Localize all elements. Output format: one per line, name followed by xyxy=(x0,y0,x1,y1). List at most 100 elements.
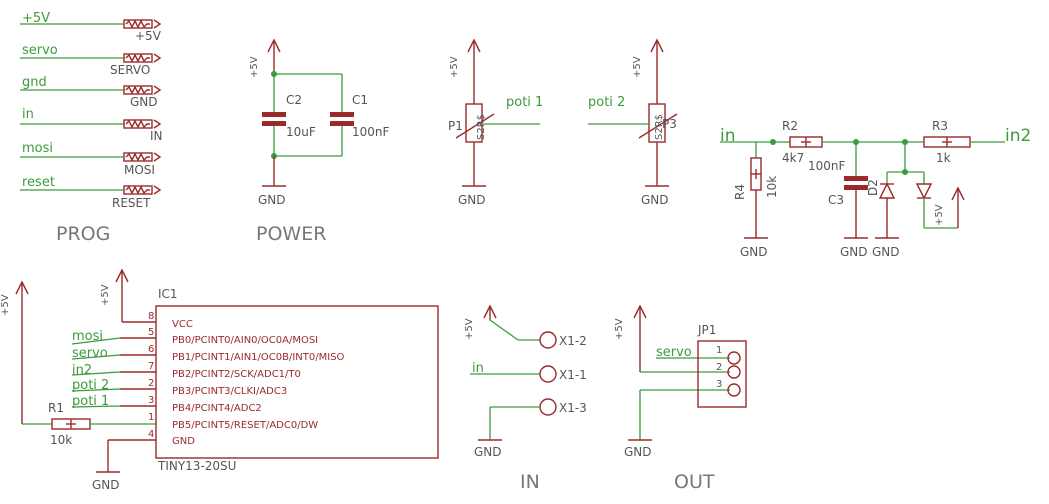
r4-name: R4 xyxy=(733,184,747,200)
r4-ground-label: GND xyxy=(740,245,768,259)
ic1-pin: 8 VCC xyxy=(148,311,193,330)
input-connector-x1: +5V X1-2 in X1-1 X1-3 GND IN xyxy=(464,304,587,493)
ic1-pin-name: PB4/PCINT4/ADC2 xyxy=(172,403,262,414)
prog-title: PROG xyxy=(56,223,110,245)
c1-value: 100nF xyxy=(352,125,390,139)
in-pad-label: X1-2 xyxy=(559,334,587,348)
prog-row-servo: servo SERVO xyxy=(20,43,162,77)
mcu-right-supply-label: +5V xyxy=(100,284,111,306)
ic1-pin-name: PB5/PCINT5/RESET/ADC0/DW xyxy=(172,420,318,431)
prog-connector-label: RESET xyxy=(112,196,151,210)
jp1-name: JP1 xyxy=(697,323,716,337)
out-supply-label: +5V xyxy=(614,318,625,340)
p1-name: P1 xyxy=(448,119,463,133)
in-ground-label: GND xyxy=(474,445,502,459)
ic1-pin-name: PB0/PCINT0/AIN0/OC0A/MOSI xyxy=(172,335,318,346)
mcu-left-supply-label: +5V xyxy=(0,294,11,316)
prog-net-label: servo xyxy=(22,43,58,58)
prog-connector-label: +5V xyxy=(135,29,162,43)
mcu-ground-label: GND xyxy=(92,478,120,492)
d2-ground-label: GND xyxy=(872,245,900,259)
prog-net-label: reset xyxy=(22,175,55,190)
potentiometer-p1: +5V P1 S2R$ poti 1 GND xyxy=(448,38,543,207)
prog-row-5v: +5V +5V xyxy=(20,11,162,43)
p3-name: P3 xyxy=(662,117,677,131)
input-filter-stage: in R2 4k7 R3 1k in2 R4 10k GND 100nF xyxy=(720,119,1031,259)
r1-name: R1 xyxy=(48,401,64,415)
mcu-net-label: poti 2 xyxy=(72,378,109,393)
out-ground-label: GND xyxy=(624,445,652,459)
r2-value: 4k7 xyxy=(782,151,804,165)
mcu-net-label: poti 1 xyxy=(72,394,109,409)
ic1-part: TINY13-20SU xyxy=(157,459,236,473)
mcu-net-label: servo xyxy=(72,346,108,361)
prog-row-gnd: gnd GND xyxy=(20,75,162,109)
jp1-pin-number: 2 xyxy=(716,362,722,373)
power-ground-label: GND xyxy=(258,193,286,207)
ic1-name: IC1 xyxy=(158,287,178,301)
ic1-pin-number: 6 xyxy=(148,344,154,355)
c2-name: C2 xyxy=(286,93,302,107)
prog-row-mosi: mosi MOSI xyxy=(20,141,162,177)
ic1-pin-name: VCC xyxy=(172,319,193,330)
r3-name: R3 xyxy=(932,119,948,133)
in-net-label: in xyxy=(472,361,484,376)
prog-net-label: in xyxy=(22,107,34,122)
c3-name: C3 xyxy=(828,193,844,207)
p1-supply-label: +5V xyxy=(449,56,460,78)
r1-value: 10k xyxy=(50,433,72,447)
c3-value: 100nF xyxy=(808,159,846,173)
in-supply-label: +5V xyxy=(464,318,475,340)
p3-value: S2R$ xyxy=(654,114,665,140)
ic1-pin-number: 7 xyxy=(148,361,154,372)
power-title: POWER xyxy=(256,223,326,245)
ic1-pin-name: PB2/PCINT2/SCK/ADC1/T0 xyxy=(172,369,301,380)
jp1-pin-number: 1 xyxy=(716,345,722,356)
ic1-pin: 7 PB2/PCINT2/SCK/ADC1/T0 xyxy=(120,361,301,380)
ic1-pin: 6 PB1/PCINT1/AIN1/OC0B/INT0/MISO xyxy=(120,344,345,363)
prog-connector-label: IN xyxy=(150,129,163,143)
prog-connector-label: GND xyxy=(130,95,158,109)
in-pad-label: X1-3 xyxy=(559,401,587,415)
ic1-pin-number: 2 xyxy=(148,378,154,389)
prog-row-in: in IN xyxy=(20,107,163,143)
prog-net-label: +5V xyxy=(22,11,50,26)
out-net-label: servo xyxy=(656,345,692,360)
capacitor-c1: C1 100nF xyxy=(330,93,390,139)
ic1-pin-name: PB3/PCINT3/CLKI/ADC3 xyxy=(172,386,287,397)
capacitor-c2: C2 10uF xyxy=(262,93,316,139)
mcu-net-label: mosi xyxy=(72,329,103,344)
ic1-pin-number: 1 xyxy=(148,412,154,423)
jp1-pin-number: 3 xyxy=(716,379,722,390)
ic1-pin-number: 5 xyxy=(148,327,154,338)
d2-name: D2 xyxy=(866,179,880,196)
p3-ground-label: GND xyxy=(641,193,669,207)
ic1-pin-number: 4 xyxy=(148,429,154,440)
ic1-pin: 3 PB4/PCINT4/ADC2 xyxy=(120,395,262,414)
prog-connector-label: SERVO xyxy=(110,63,150,77)
input-net-in2: in2 xyxy=(1005,126,1031,146)
ic1-pin-name: PB1/PCINT1/AIN1/OC0B/INT0/MISO xyxy=(172,352,345,363)
ic1-pin-number: 3 xyxy=(148,395,154,406)
c1-name: C1 xyxy=(352,93,368,107)
prog-section: +5V +5V servo SERVO gnd GND in xyxy=(20,11,163,245)
r2-name: R2 xyxy=(782,119,798,133)
potentiometer-p3: +5V P3 S2R$ poti 2 GND xyxy=(588,38,678,207)
poti2-net-label: poti 2 xyxy=(588,95,625,110)
ic1-pin: 4 GND xyxy=(108,429,195,447)
ic1-pin: 2 PB3/PCINT3/CLKI/ADC3 xyxy=(120,378,287,397)
in-pad-label: X1-1 xyxy=(559,368,587,382)
p1-ground-label: GND xyxy=(458,193,486,207)
prog-connector-label: MOSI xyxy=(124,163,155,177)
mcu-net-label: in2 xyxy=(72,363,92,378)
poti1-net-label: poti 1 xyxy=(506,95,543,110)
output-header-jp1: +5V servo GND JP1 1 2 3 OUT xyxy=(614,304,747,493)
diode-supply-label: +5V xyxy=(934,204,945,226)
ic1-pin-name: GND xyxy=(172,436,195,447)
power-supply-label: +5V xyxy=(249,56,260,78)
ic1-pin-number: 8 xyxy=(148,311,154,322)
prog-row-reset: reset RESET xyxy=(20,175,162,210)
c3-ground-label: GND xyxy=(840,245,868,259)
ic1-pin: 1 PB5/PCINT5/RESET/ADC0/DW xyxy=(148,412,318,431)
